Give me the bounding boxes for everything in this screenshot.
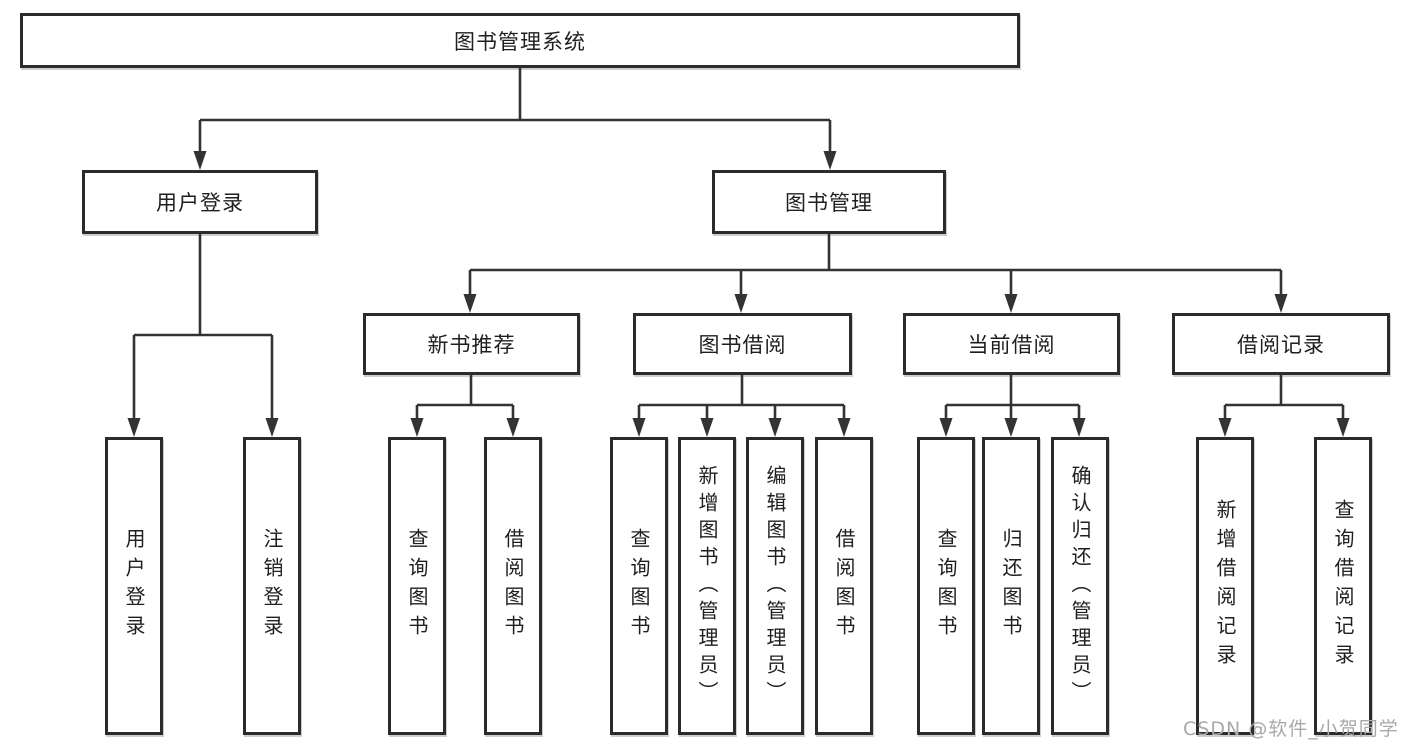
leaf-nbr-borrow-books-label: 借阅图书 [501,528,525,644]
leaf-cb-return-books: 归还图书 [982,437,1040,735]
leaf-cb-return-books-label: 归还图书 [999,528,1023,644]
leaf-br-add-record-label: 新增借阅记录 [1213,499,1237,673]
node-book-borrow-label: 图书借阅 [698,333,787,357]
leaf-bb-add-books-admin: 新增图书（管理员） [678,437,736,735]
leaf-cb-confirm-return-admin: 确认归还（管理员） [1051,437,1109,735]
leaf-nbr-query-books: 查询图书 [388,437,446,735]
node-book-management: 图书管理 [712,170,946,234]
node-book-management-label: 图书管理 [785,191,873,215]
csdn-watermark: CSDN @软件_小贺同学 [1183,718,1399,740]
leaf-bb-query-books-label: 查询图书 [627,528,651,644]
leaf-bb-edit-books-admin: 编辑图书（管理员） [746,437,804,735]
node-user-login-label: 用户登录 [156,191,244,215]
leaf-bb-add-books-admin-label: 新增图书（管理员） [695,464,719,708]
leaf-br-query-record-label: 查询借阅记录 [1331,499,1355,673]
node-user-login: 用户登录 [82,170,318,234]
leaf-cb-query-books: 查询图书 [917,437,975,735]
leaf-user-login: 用户登录 [105,437,163,735]
leaf-cb-query-books-label: 查询图书 [934,528,958,644]
leaf-br-add-record: 新增借阅记录 [1196,437,1254,735]
node-current-borrow: 当前借阅 [903,313,1120,375]
leaf-bb-query-books: 查询图书 [610,437,668,735]
node-new-book-recommend: 新书推荐 [363,313,580,375]
leaf-logout-label: 注销登录 [260,528,284,644]
leaf-bb-edit-books-admin-label: 编辑图书（管理员） [763,464,787,708]
node-borrow-record: 借阅记录 [1172,313,1390,375]
leaf-br-query-record: 查询借阅记录 [1314,437,1372,735]
leaf-nbr-borrow-books: 借阅图书 [484,437,542,735]
node-current-borrow-label: 当前借阅 [967,333,1056,357]
node-borrow-record-label: 借阅记录 [1237,333,1325,357]
node-root-label: 图书管理系统 [454,29,586,54]
node-root: 图书管理系统 [20,13,1020,68]
leaf-bb-borrow-books: 借阅图书 [815,437,873,735]
leaf-bb-borrow-books-label: 借阅图书 [832,528,856,644]
node-new-book-recommend-label: 新书推荐 [427,333,516,357]
leaf-nbr-query-books-label: 查询图书 [405,528,429,644]
node-book-borrow: 图书借阅 [633,313,852,375]
leaf-cb-confirm-return-admin-label: 确认归还（管理员） [1068,464,1092,708]
leaf-user-login-label: 用户登录 [122,528,146,644]
leaf-logout: 注销登录 [243,437,301,735]
